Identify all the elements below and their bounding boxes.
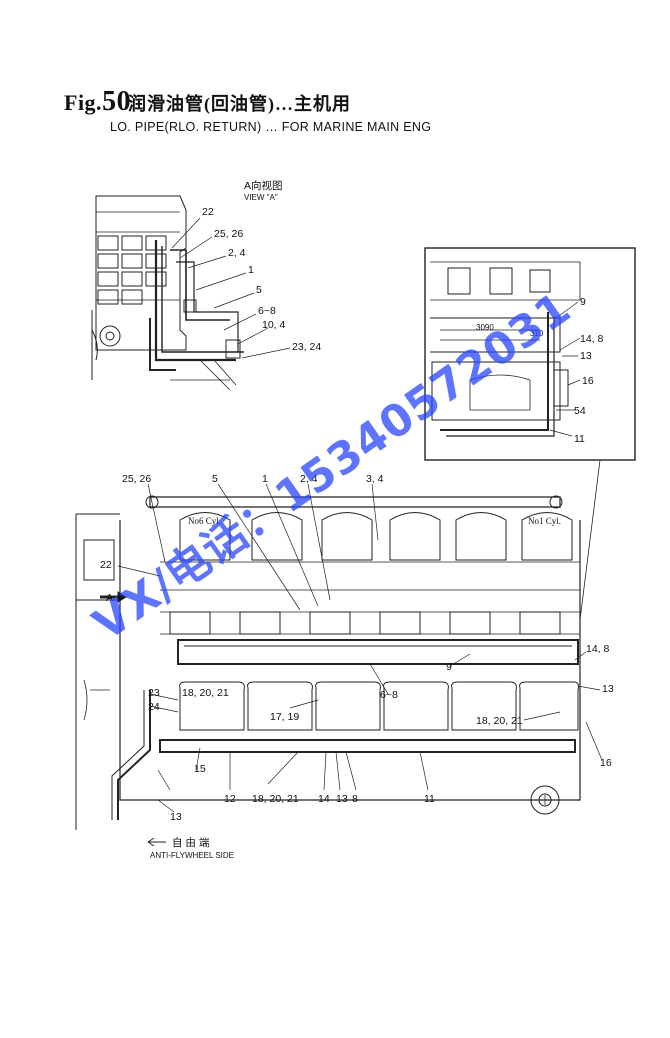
detail-dim: 310 (530, 329, 544, 338)
main-callout: 2, 4 (300, 473, 318, 485)
detail-box (424, 247, 636, 621)
main-callout: 23 (148, 687, 160, 699)
main-callout: 11 (424, 793, 435, 805)
main-callout: 3, 4 (366, 473, 384, 485)
main-callout: 1 (262, 473, 268, 485)
detail-callout: 13 (580, 350, 592, 362)
title-english: LO. PIPE(RLO. RETURN) … FOR MARINE MAIN … (110, 120, 432, 134)
main-callout: 14, 8 (586, 643, 610, 655)
figure-number: Fig.50 (64, 86, 131, 118)
fig-prefix: Fig. (64, 90, 103, 115)
detail-callout: 16 (582, 375, 594, 387)
view-a-drawing (91, 195, 291, 391)
main-callout: 9 (446, 661, 452, 673)
main-callout: 13 (170, 811, 182, 823)
cylinder-label: No1 Cyl. (528, 516, 561, 526)
main-engine-drawing (75, 483, 603, 847)
side-label-cn: 自 由 端 (172, 836, 210, 849)
view-a-callout: 2, 4 (228, 247, 246, 259)
main-callout: 18, 20, 21 (182, 687, 229, 699)
main-callout: 22 (100, 559, 112, 571)
detail-callout: 14, 8 (580, 333, 604, 345)
side-label-en: ANTI-FLYWHEEL SIDE (150, 851, 234, 860)
main-callout: 13 (336, 793, 348, 805)
main-callout: 18, 20, 21 (252, 793, 299, 805)
main-callout: 15 (194, 763, 206, 775)
view-a-callout: 6~8 (258, 305, 276, 317)
view-a-title-en: VIEW "A" (244, 193, 278, 202)
main-callout: 18, 20, 21 (476, 715, 523, 727)
view-a-title-cn: A向视图 (244, 179, 283, 192)
fig-number: 50 (102, 86, 132, 117)
detail-callout: 11 (574, 433, 585, 445)
view-a-callout: 10, 4 (262, 319, 286, 331)
cylinder-label: No6 Cyl. (188, 516, 221, 526)
main-callout: 5 (212, 473, 218, 485)
main-callout: 13 (602, 683, 614, 695)
view-a-callout: 5 (256, 284, 262, 296)
detail-callout: 54 (574, 405, 586, 417)
detail-dim: 3090 (476, 323, 494, 332)
main-callout: 25, 26 (122, 473, 151, 485)
main-callout: 8 (352, 793, 358, 805)
main-callout: 16 (600, 757, 612, 769)
detail-callout: 9 (580, 296, 586, 308)
main-callout: 17, 19 (270, 711, 299, 723)
main-callout: 14 (318, 793, 330, 805)
main-callout: 12 (224, 793, 236, 805)
view-a-callout: 23, 24 (292, 341, 321, 353)
view-a-callout: 25, 26 (214, 228, 243, 240)
view-arrow-label: A (106, 592, 113, 604)
title-chinese: 润滑油管(回油管)…主机用 (128, 94, 351, 114)
main-callout: 24 (148, 701, 160, 713)
view-a-callout: 22 (202, 206, 214, 218)
main-callout: 6~8 (380, 689, 398, 701)
view-a-callout: 1 (248, 264, 254, 276)
